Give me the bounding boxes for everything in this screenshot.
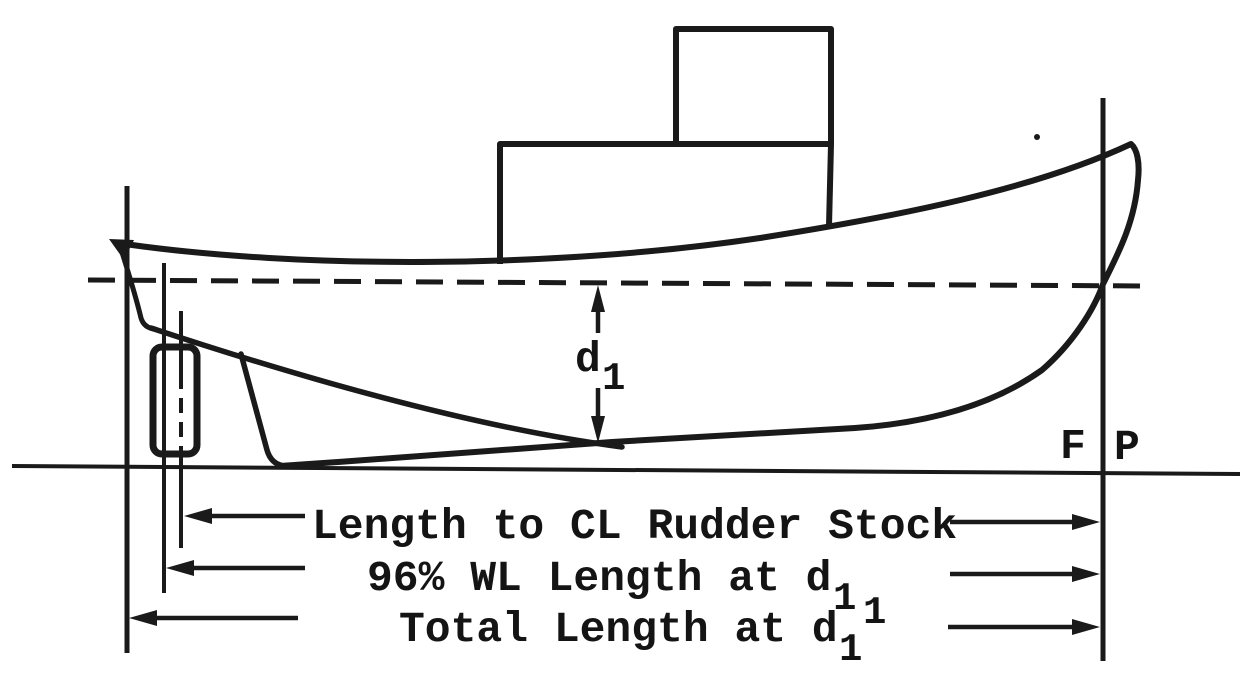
fp-label-p: P (1114, 423, 1140, 472)
baseline-line (11, 464, 1241, 476)
dim-label-96wl-subscript: 1 (833, 577, 856, 621)
dim-label-total-subscript: 1 (839, 628, 862, 672)
dim-arrow-left-3-head (129, 610, 157, 626)
draft-arrow-down-head (591, 416, 605, 443)
skeg-edge-line (238, 351, 287, 469)
dim-label-96wl: 96% WL Length at d (367, 554, 831, 603)
deckhouse-lower (497, 141, 834, 264)
deckhouse-upper (673, 26, 834, 144)
dim-arrow-left-2-head (166, 560, 194, 576)
dim-label-total: Total Length at d (399, 605, 838, 654)
dim-arrow-left-1-head (184, 508, 212, 524)
dim-label-rudder-stock: Length to CL Rudder Stock (312, 502, 957, 551)
rudder (149, 343, 201, 458)
dim-arrow-right-3-head (1072, 619, 1100, 635)
speck-dot (1034, 134, 1040, 140)
hull-outline (115, 141, 1142, 469)
fp-label-f: F (1060, 422, 1086, 471)
counter-bottom-line (148, 325, 625, 450)
dim-arrow-right-2-head (1072, 566, 1100, 582)
waterline-dashed-line (87, 277, 1151, 289)
dim-arrow-right-1-head (1072, 514, 1100, 530)
draft-label-subscript: 1 (602, 357, 625, 401)
draft-arrow-up-head (591, 285, 605, 312)
draft-label: d (575, 335, 601, 384)
dim-label-total-footnote: 1 (863, 591, 886, 635)
